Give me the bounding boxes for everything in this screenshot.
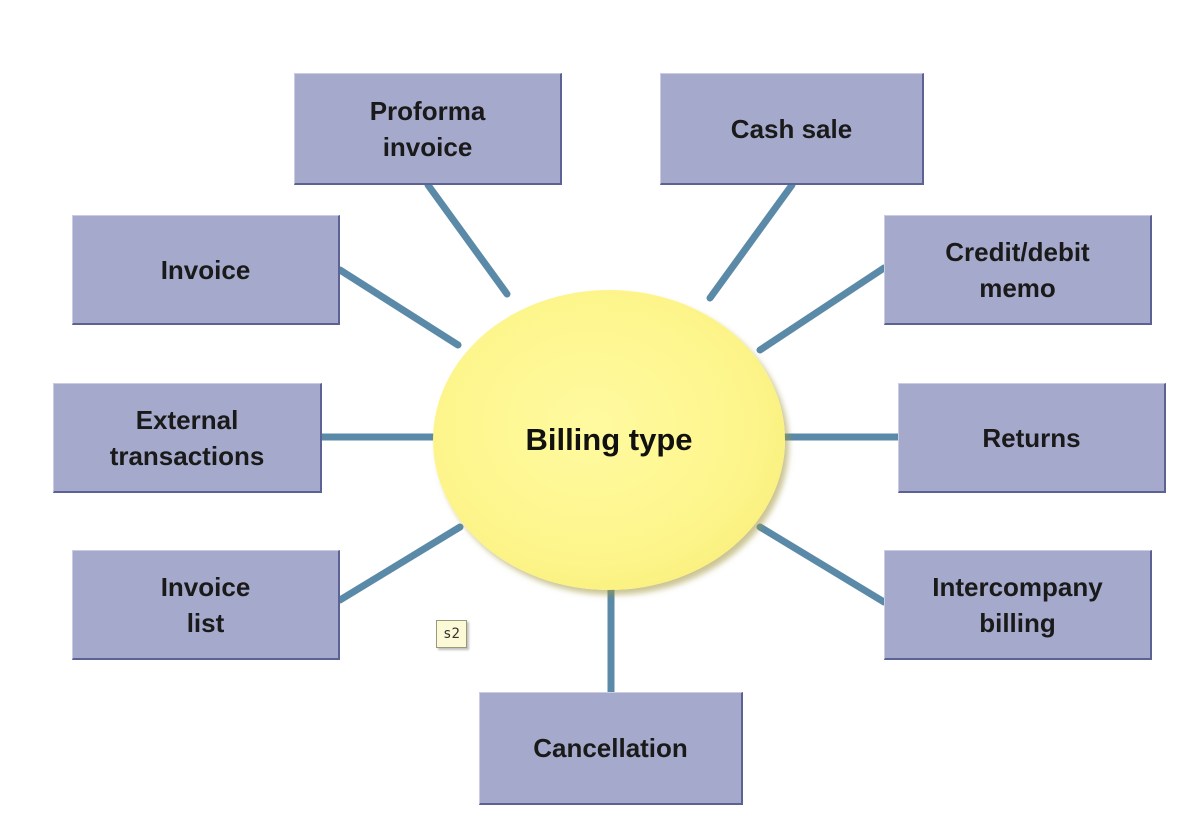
intercompany-billing-node: Intercompany billing	[884, 550, 1152, 660]
credit-debit-memo-label: Credit/debit memo	[945, 236, 1090, 303]
connector-cash-sale	[706, 181, 796, 302]
connector-invoice-list	[336, 523, 464, 604]
external-transactions-node: External transactions	[53, 383, 322, 493]
note-tag[interactable]: s2	[436, 620, 467, 648]
connector-invoice	[336, 266, 462, 349]
billing-type-label: Billing type	[525, 422, 693, 457]
cancellation-node: Cancellation	[479, 692, 743, 805]
invoice-list-label: Invoice list	[160, 571, 251, 638]
proforma-invoice-label: Proforma invoice	[369, 95, 486, 162]
credit-debit-memo-node: Credit/debit memo	[884, 215, 1152, 325]
proforma-invoice-node: Proforma invoice	[294, 73, 562, 185]
returns-node: Returns	[898, 383, 1166, 493]
connector-proforma-invoice	[424, 181, 511, 298]
external-transactions-label: External transactions	[109, 404, 265, 471]
connector-intercompany-billing	[756, 523, 888, 606]
invoice-list-node: Invoice list	[72, 550, 340, 660]
returns-label: Returns	[982, 422, 1081, 453]
invoice-node: Invoice	[72, 215, 340, 325]
billing-type-node: Billing type	[433, 290, 785, 590]
connector-credit-debit-memo	[756, 264, 888, 354]
invoice-label: Invoice	[160, 254, 251, 285]
cash-sale-label: Cash sale	[730, 113, 853, 144]
cash-sale-node: Cash sale	[660, 73, 924, 185]
intercompany-billing-label: Intercompany billing	[932, 571, 1103, 638]
cancellation-label: Cancellation	[533, 733, 688, 763]
